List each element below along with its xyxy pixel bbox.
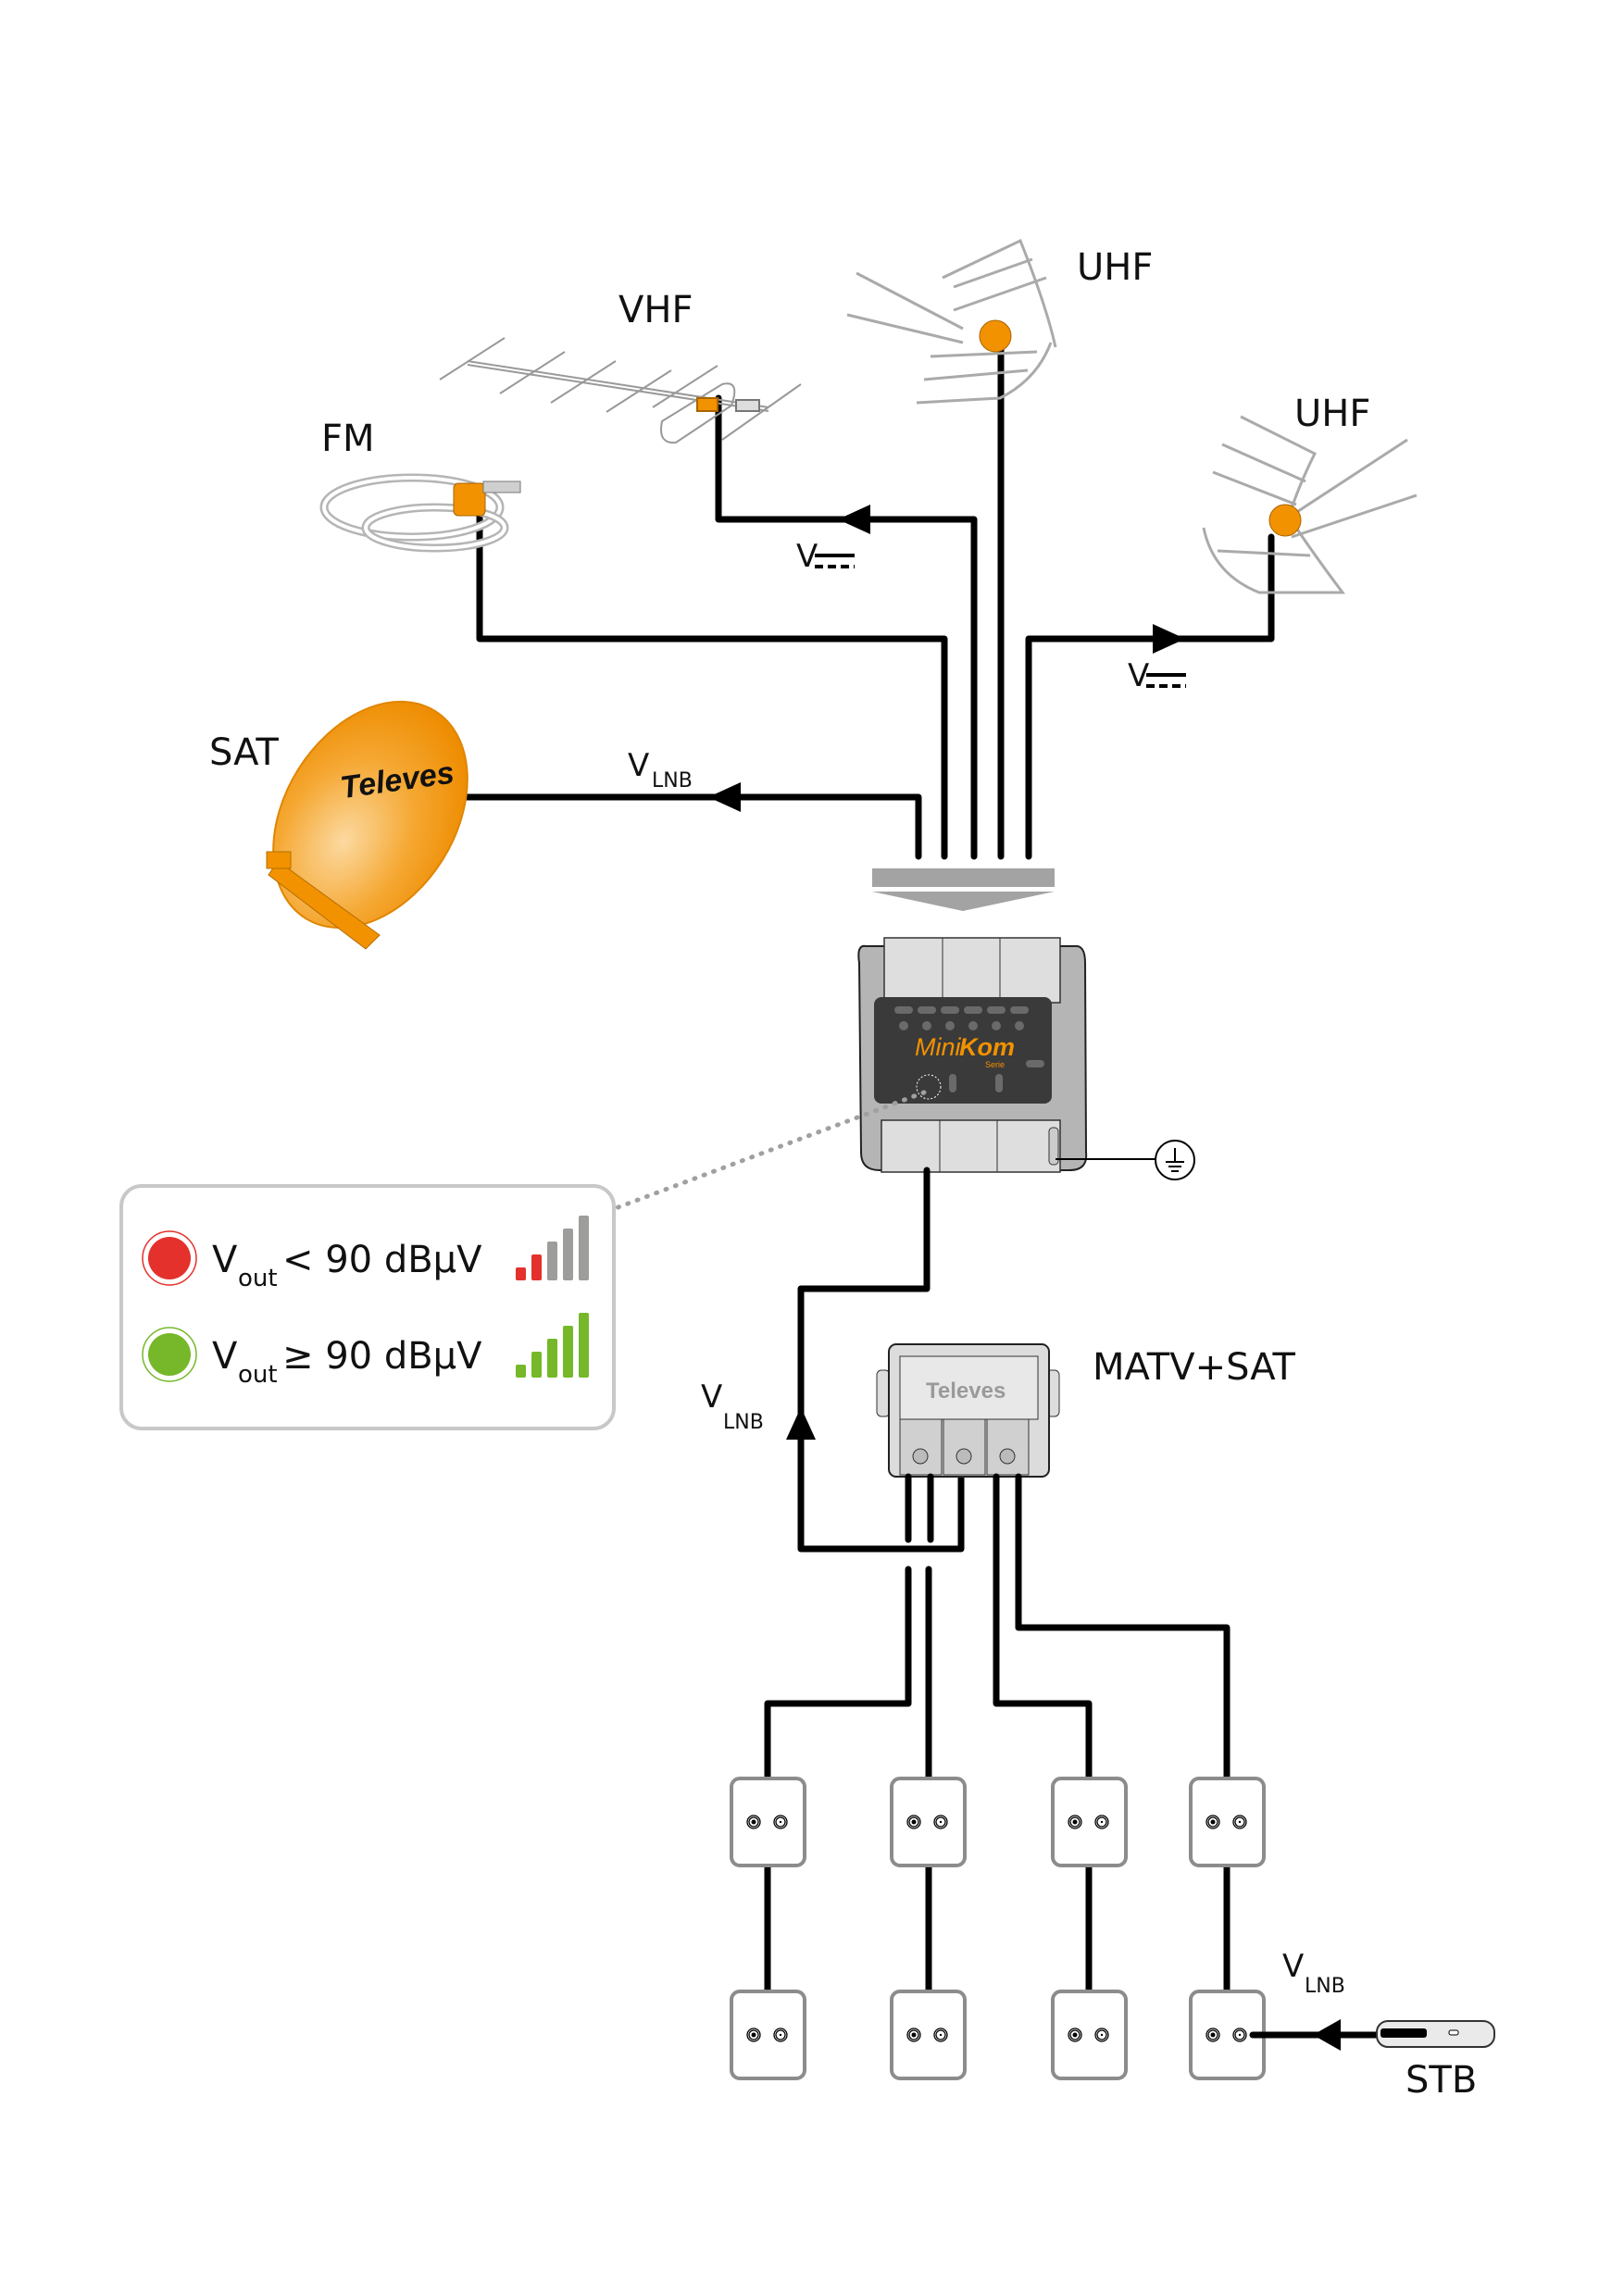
sat-cable	[449, 793, 922, 860]
svg-text:Serie: Serie	[985, 1060, 1005, 1069]
satellite-dish-icon: Televes	[266, 700, 468, 950]
set-top-box-icon[interactable]	[1376, 2020, 1495, 2048]
signal-bar	[547, 1242, 557, 1280]
stb-power-arrow	[1313, 2019, 1341, 2051]
svg-text:V: V	[628, 747, 649, 784]
led-leader-line	[613, 1090, 927, 1211]
signal-bar	[516, 1267, 526, 1280]
svg-text:Televes: Televes	[926, 1379, 1006, 1404]
svg-text:LNB: LNB	[1305, 1975, 1345, 1998]
cables-distribution	[764, 1473, 1230, 1995]
led-legend: V out < 90 dBµV V out ≥ 90 dBµV	[119, 1184, 616, 1430]
svg-text:Mini: Mini	[915, 1033, 962, 1061]
uhf-antenna-icon	[846, 238, 1057, 405]
svg-text:V: V	[1128, 657, 1149, 694]
wall-outlets	[730, 1777, 1266, 2080]
wall-outlet-icon	[890, 1777, 967, 1867]
signal-bar	[516, 1365, 526, 1378]
svg-text:LNB: LNB	[723, 1411, 764, 1434]
svg-text:< 90 dBµV: < 90 dBµV	[282, 1239, 482, 1281]
sat-power-label: V LNB	[628, 747, 693, 792]
signal-bar	[579, 1216, 589, 1280]
signal-bar	[531, 1254, 542, 1280]
signal-bars-high	[516, 1313, 589, 1378]
fm-label: FM	[321, 418, 375, 460]
sat-power-arrow	[708, 782, 741, 812]
output-power-arrow	[786, 1407, 816, 1440]
vhf-power-arrow	[838, 505, 870, 534]
vhf-power-label: V	[796, 538, 855, 575]
signal-bar	[579, 1313, 589, 1378]
vhf-cable	[715, 394, 978, 860]
svg-text:V: V	[1282, 1948, 1304, 1985]
led-green-ring	[142, 1327, 197, 1382]
led-red-ring	[142, 1230, 197, 1286]
svg-text:V: V	[701, 1379, 722, 1416]
led-red	[148, 1237, 191, 1279]
legend-item-high: V out ≥ 90 dBµV	[142, 1313, 589, 1389]
multiswitch-label: MATV+SAT	[1093, 1346, 1295, 1389]
svg-text:Kom: Kom	[959, 1033, 1015, 1061]
svg-text:≥ 90 dBµV: ≥ 90 dBµV	[282, 1335, 482, 1378]
svg-text:LNB: LNB	[652, 769, 693, 792]
uhf-antenna-icon	[1202, 415, 1418, 594]
stb-power-label: V LNB	[1282, 1948, 1345, 1998]
wall-outlet-icon	[730, 1990, 806, 2080]
ground-icon	[1056, 1140, 1195, 1180]
legend-item-low: V out < 90 dBµV	[142, 1216, 589, 1292]
signal-bar	[563, 1326, 573, 1378]
uhf-power-arrow	[1153, 624, 1185, 654]
signal-merge-arrow	[872, 868, 1055, 911]
wall-outlet-icon	[1051, 1777, 1128, 1867]
multiswitch-device: Televes	[876, 1343, 1060, 1478]
signal-bar	[547, 1339, 557, 1378]
uhf2-label: UHF	[1294, 393, 1370, 435]
svg-text:V: V	[796, 538, 818, 575]
vhf-yagi-antenna-icon	[439, 337, 802, 444]
wall-outlet-icon	[1051, 1990, 1128, 2080]
minikom-headend: Mini Kom Serie	[857, 937, 1088, 1173]
signal-bar	[563, 1229, 573, 1280]
output-power-label: V LNB	[701, 1379, 764, 1434]
led-green	[148, 1333, 191, 1376]
sat-label: SAT	[209, 731, 279, 774]
svg-text:out: out	[238, 1361, 278, 1389]
fm-antenna-icon	[319, 473, 521, 553]
wall-outlet-icon	[1189, 1777, 1266, 1867]
signal-bar	[531, 1352, 542, 1378]
cables-top	[449, 339, 1275, 860]
vhf-label: VHF	[618, 289, 693, 331]
stb-label: STB	[1405, 2059, 1477, 2102]
svg-text:V: V	[212, 1239, 238, 1281]
wall-outlet-icon	[890, 1990, 967, 2080]
svg-text:out: out	[238, 1265, 278, 1292]
fm-cable	[476, 504, 948, 860]
svg-text:V: V	[212, 1335, 238, 1378]
uhf1-label: UHF	[1077, 246, 1153, 289]
signal-bars-low	[516, 1216, 589, 1280]
wall-outlet-icon	[730, 1777, 806, 1867]
uhf2-cable	[1025, 533, 1275, 860]
uhf-power-label: V	[1128, 657, 1186, 694]
